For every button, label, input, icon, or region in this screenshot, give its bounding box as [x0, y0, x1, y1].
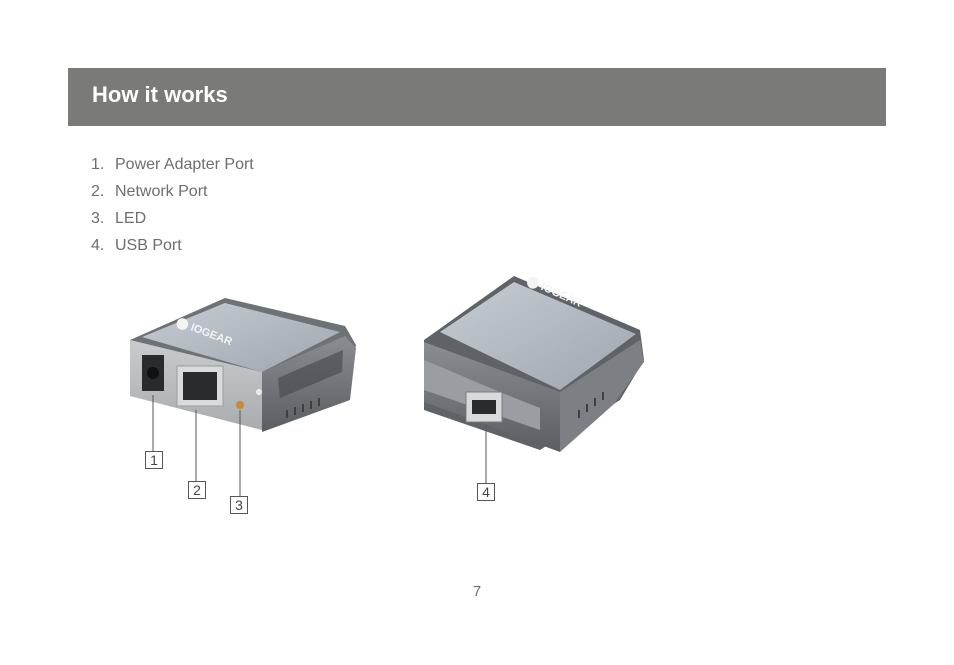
list-item-number: 1.: [91, 156, 105, 173]
list-item-number: 3.: [91, 210, 105, 227]
list-item-label: LED: [115, 210, 147, 227]
list-item-label: Network Port: [115, 183, 208, 200]
callout-2: 2: [188, 481, 206, 499]
page-number: 7: [472, 583, 482, 600]
list-item-label: Power Adapter Port: [115, 156, 254, 173]
list-item: 4. USB Port: [91, 235, 254, 262]
section-title: How it works: [92, 82, 228, 107]
list-item: 3. LED: [91, 208, 254, 235]
list-item-number: 2.: [91, 183, 105, 200]
callout-4: 4: [477, 483, 495, 501]
list-item-label: USB Port: [115, 237, 182, 254]
callout-1: 1: [145, 451, 163, 469]
list-item: 1. Power Adapter Port: [91, 154, 254, 181]
front-device-view: ⬤ IOGEAR: [130, 298, 356, 432]
list-item: 2. Network Port: [91, 181, 254, 208]
callout-3: 3: [230, 496, 248, 514]
list-item-number: 4.: [91, 237, 105, 254]
section-header: How it works: [68, 68, 886, 126]
back-device-view: ⬤ IOGEAR: [424, 275, 644, 452]
feature-list: 1. Power Adapter Port 2. Network Port 3. LE…: [91, 154, 254, 262]
led-icon: [236, 401, 244, 409]
